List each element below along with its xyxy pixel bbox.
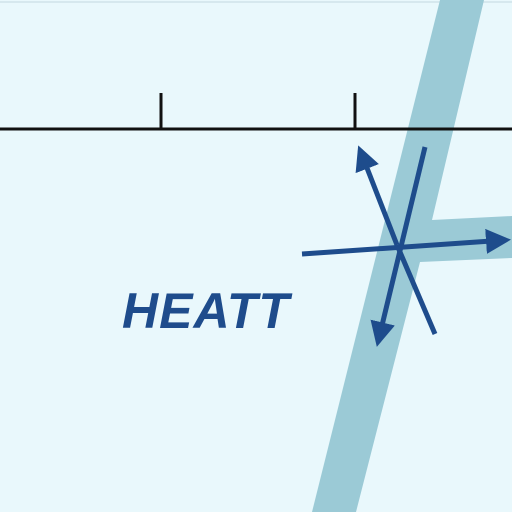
road-band (312, 0, 512, 512)
arrow-down-left (370, 146, 428, 347)
scale-baseline (0, 93, 512, 131)
arrow-up-left (355, 145, 400, 246)
arrow-tail-diagonal (394, 244, 438, 335)
place-name-label: HEATT (122, 283, 290, 339)
arrow-horizontal-right (301, 228, 511, 257)
direction-arrows (301, 145, 511, 347)
